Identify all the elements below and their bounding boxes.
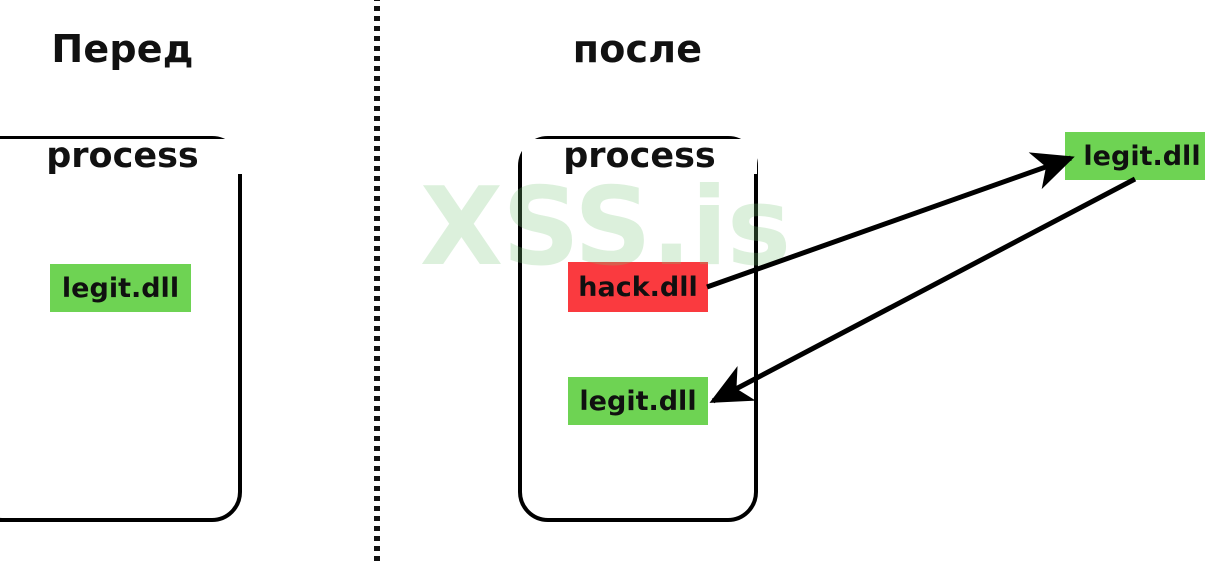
process-label-before: process xyxy=(0,139,245,174)
module-chip-legit-dll-before: legit.dll xyxy=(50,264,191,312)
panel-title-before: Перед xyxy=(51,27,194,71)
panel-divider xyxy=(374,0,380,564)
process-label-after: process xyxy=(522,139,757,174)
panel-title-after: после xyxy=(572,27,703,71)
module-chip-legit-dll-external: legit.dll xyxy=(1065,132,1205,180)
arrow-external-to-inner xyxy=(709,176,1137,404)
module-chip-legit-dll-after: legit.dll xyxy=(568,377,708,425)
process-container-after xyxy=(518,136,758,522)
arrow-hack-to-external xyxy=(706,152,1075,290)
process-container-before xyxy=(0,136,242,522)
module-chip-hack-dll: hack.dll xyxy=(568,262,708,312)
